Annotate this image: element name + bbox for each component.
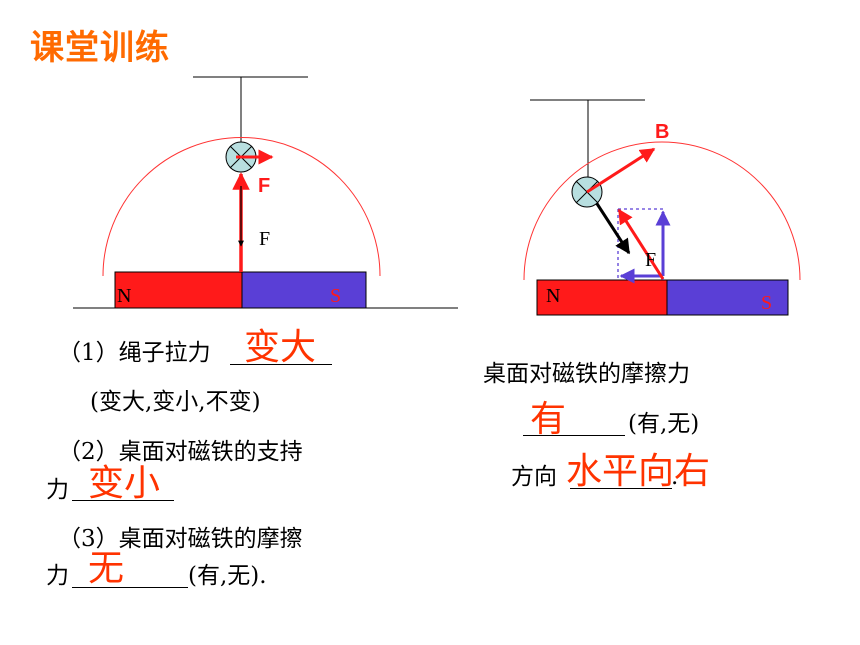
force-label-black: F — [259, 228, 270, 250]
red-force-arrow-diagonal — [617, 208, 665, 280]
question-3-answer: 无 — [88, 548, 125, 589]
question-3-text: （3）桌面对磁铁的摩擦 — [58, 526, 303, 552]
question-1-text: （1）绳子拉力 — [58, 340, 211, 366]
question-2-blank — [72, 500, 174, 501]
page-title: 课堂训练 — [30, 28, 170, 68]
direction-label: 方向 — [511, 464, 557, 490]
question-3-options: (有,无). — [188, 563, 267, 589]
direction-answer: 水平向右 — [566, 451, 711, 492]
direction-period: . — [671, 464, 679, 490]
force-label-b: B — [655, 121, 669, 143]
question-3-text-cont: 力 — [46, 563, 69, 589]
left-figure: F F N S — [73, 76, 458, 309]
force-label-f-right: F — [645, 249, 656, 271]
magnet-n-label-left: N — [117, 285, 131, 307]
red-force-arrow-b — [586, 147, 656, 194]
magnet-north-right — [536, 279, 668, 316]
black-force-arrow-diagonal — [590, 195, 631, 255]
field-arc-left — [102, 137, 381, 277]
question-1-blank — [230, 364, 332, 365]
question-3-blank — [72, 587, 188, 588]
magnet-s-label-left: S — [330, 285, 341, 307]
question-2-answer: 变小 — [88, 463, 161, 504]
question-2-text-cont: 力 — [46, 477, 69, 503]
right-figure: B F N S — [523, 99, 801, 316]
question-1-answer: 变大 — [244, 327, 317, 368]
magnet-s-label-right: S — [761, 292, 772, 314]
magnet-north-left — [114, 271, 243, 309]
direction-blank — [570, 488, 672, 489]
friction-answer: 有 — [530, 399, 567, 440]
force-label-red: F — [258, 175, 270, 197]
friction-options: (有,无) — [628, 411, 700, 437]
friction-question-text: 桌面对磁铁的摩擦力 — [483, 361, 690, 387]
friction-blank — [523, 435, 625, 436]
field-arc-right — [523, 141, 801, 281]
magnet-n-label-right: N — [546, 285, 560, 307]
question-1-options: (变大,变小,不变) — [90, 389, 261, 415]
question-2-text: （2）桌面对磁铁的支持 — [58, 439, 303, 465]
magnet-south-right — [666, 279, 789, 316]
magnet-south-left — [241, 271, 367, 309]
